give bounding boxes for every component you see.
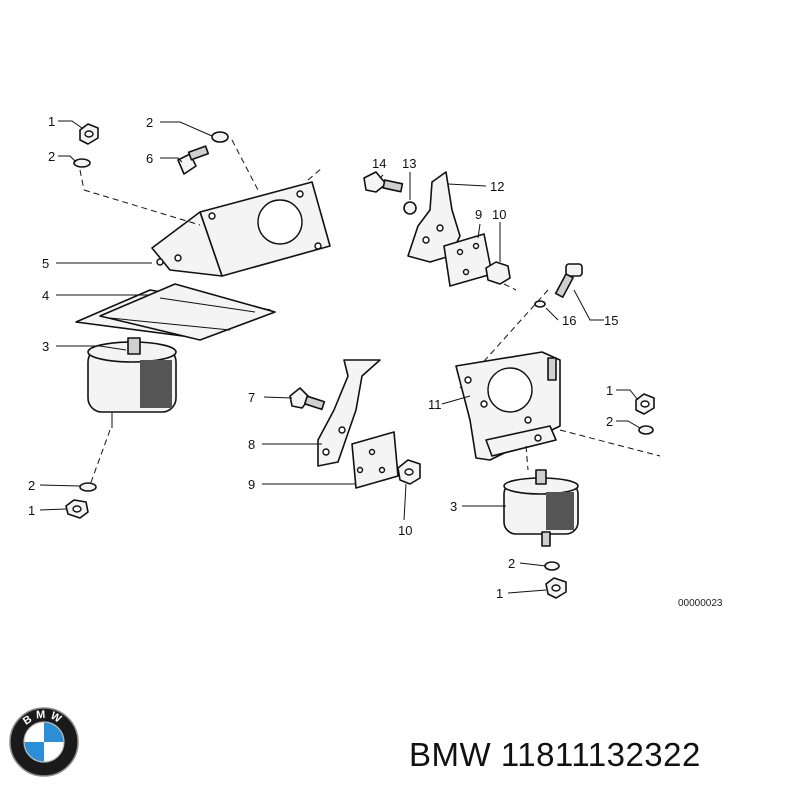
callout-1-lower-right: 1 — [496, 586, 503, 601]
callout-16: 16 — [562, 313, 576, 328]
callout-6: 6 — [146, 151, 153, 166]
nut-10-upper — [485, 261, 511, 285]
washer-2-upper-right — [211, 131, 229, 143]
plate-9-middle — [351, 431, 399, 489]
washer-2-upper-right-side — [638, 425, 654, 435]
nut-1-upper-right — [635, 393, 655, 415]
bmw-roundel-icon: BMW — [9, 707, 79, 777]
nut-1-lower-right — [545, 577, 567, 599]
callout-8: 8 — [248, 437, 255, 452]
callout-3-left: 3 — [42, 339, 49, 354]
callout-2-lower-left: 2 — [28, 478, 35, 493]
callout-1-upper-right: 1 — [606, 383, 613, 398]
bracket-8 — [317, 359, 381, 467]
washer-2-upper-left — [73, 158, 91, 168]
callout-labels: 1 2 2 6 5 4 3 2 1 14 13 12 9 10 16 15 7 … — [28, 114, 618, 601]
bolt-6 — [177, 145, 210, 175]
callout-7: 7 — [248, 390, 255, 405]
mount-3-right — [503, 469, 579, 547]
callout-10-upper: 10 — [492, 207, 506, 222]
nut-1-lower-left — [65, 499, 89, 519]
callout-1-lower-left: 1 — [28, 503, 35, 518]
washer-2-lower-left — [79, 482, 97, 492]
callout-2-upper-left: 2 — [48, 149, 55, 164]
plate-9-upper — [443, 233, 493, 287]
bracket-12 — [407, 171, 461, 263]
plate-4 — [75, 283, 276, 341]
callout-9-middle: 9 — [248, 477, 255, 492]
callout-13: 13 — [402, 156, 416, 171]
callout-14: 14 — [372, 156, 386, 171]
brand-part-number: BMW 11811132322 — [409, 736, 701, 773]
callout-9-upper: 9 — [475, 207, 482, 222]
callout-2-top: 2 — [146, 115, 153, 130]
bracket-11 — [455, 351, 561, 461]
callout-10-middle: 10 — [398, 523, 412, 538]
callout-12: 12 — [490, 179, 504, 194]
washer-2-lower-right — [544, 561, 560, 571]
nut-1-upper-left — [79, 123, 99, 145]
callout-2-upper-right: 2 — [606, 414, 613, 429]
callout-11: 11 — [428, 397, 442, 412]
washer-16 — [534, 300, 546, 308]
bolt-14 — [363, 171, 404, 193]
callout-5: 5 — [42, 256, 49, 271]
callout-1-upper-left: 1 — [48, 114, 55, 129]
callout-4: 4 — [42, 288, 49, 303]
bolt-15 — [554, 263, 583, 298]
diagram-reference-number: 00000023 — [678, 598, 723, 609]
callout-15: 15 — [604, 313, 618, 328]
washer-13 — [403, 201, 417, 215]
callout-3-right: 3 — [450, 499, 457, 514]
callout-2-lower-right: 2 — [508, 556, 515, 571]
bolt-7 — [289, 387, 326, 411]
leader-lines — [39, 120, 641, 594]
mount-3-left — [87, 337, 177, 428]
bracket-5 — [151, 181, 331, 277]
nut-10-middle — [397, 459, 421, 485]
